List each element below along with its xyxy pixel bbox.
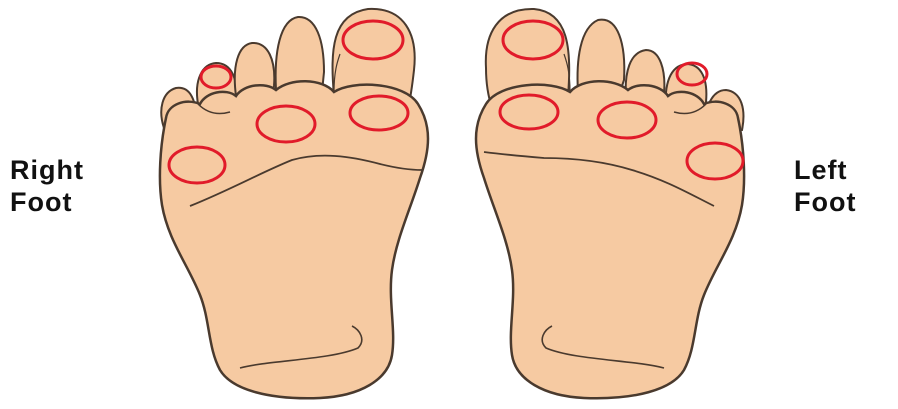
right-foot (160, 9, 428, 398)
right-foot-label-line-1: Right (10, 154, 84, 186)
right-foot-label: Right Foot (10, 154, 84, 218)
left-foot-label-line-1: Left (794, 154, 856, 186)
left-foot (476, 9, 744, 398)
left-foot-label: Left Foot (794, 154, 856, 218)
right-foot-label-line-2: Foot (10, 186, 84, 218)
left-foot-label-line-2: Foot (794, 186, 856, 218)
